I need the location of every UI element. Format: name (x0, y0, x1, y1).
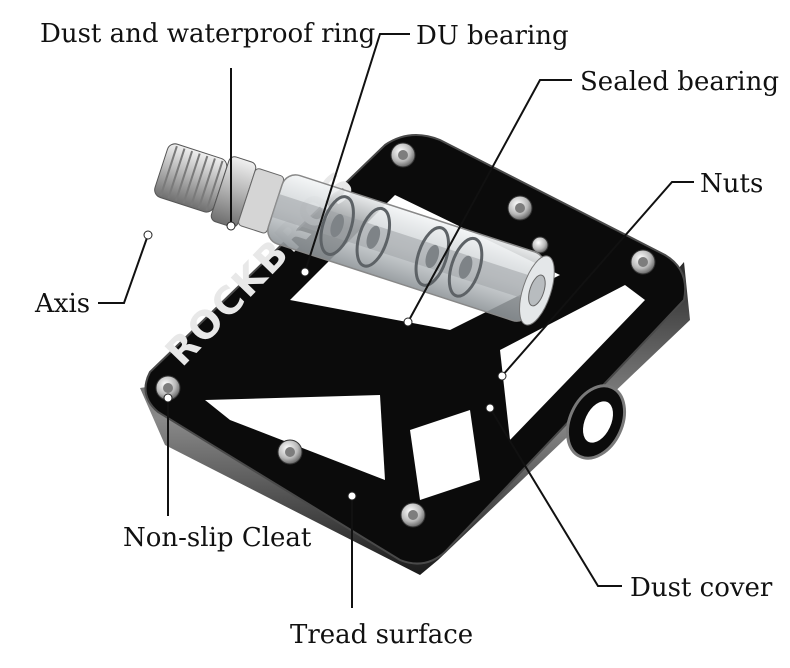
label-non-slip-cleat: Non-slip Cleat (123, 523, 312, 553)
cleat-bolt-icon (630, 249, 656, 275)
cleat-bolt-icon (155, 375, 181, 401)
cleat-bolt-icon (507, 195, 533, 221)
anchor-dust-ring (226, 221, 236, 231)
anchor-non-slip-cleat (163, 393, 173, 403)
anchor-axis (143, 230, 153, 240)
leader-nuts (501, 181, 694, 377)
leader-axis (98, 234, 149, 304)
anchor-du-bearing (300, 267, 310, 277)
cleat-bolt-icon (390, 142, 416, 168)
bearing-balls (330, 213, 473, 279)
spindle-assembly (154, 143, 555, 326)
pedal-window-lower-mid (410, 410, 480, 500)
cleat-bolt-icon (277, 439, 303, 465)
leader-sealed-bearing (407, 79, 572, 323)
label-tread-surface: Tread surface (290, 620, 473, 650)
cleat-bolts (155, 142, 656, 528)
pedal-window-right (500, 285, 645, 440)
callout-labels: Dust and waterproof ring DU bearing Seal… (34, 19, 779, 650)
pedal-side-edge (140, 262, 690, 575)
cleat-bolt-icon (400, 502, 426, 528)
anchor-tread-surface (347, 491, 357, 501)
cleat-bolt-icon (531, 236, 549, 254)
thread-lines (159, 145, 224, 211)
anchor-nuts (497, 371, 507, 381)
bearings (319, 195, 484, 298)
leader-du-bearing (304, 33, 410, 273)
anchor-sealed-bearing (403, 317, 413, 327)
label-dust-cover: Dust cover (630, 573, 773, 603)
label-axis: Axis (34, 289, 90, 319)
sleeve-end-nut (528, 274, 546, 307)
label-nuts: Nuts (700, 169, 763, 199)
label-sealed-bearing: Sealed bearing (580, 67, 779, 97)
label-dust-ring: Dust and waterproof ring (40, 19, 375, 49)
anchor-dust-cover (485, 403, 495, 413)
label-du-bearing: DU bearing (416, 21, 569, 51)
pedal-window-lower-left (205, 395, 385, 480)
pedal-axle-hole (582, 401, 614, 443)
leader-lines (98, 33, 694, 608)
leader-dust-cover (489, 407, 622, 587)
